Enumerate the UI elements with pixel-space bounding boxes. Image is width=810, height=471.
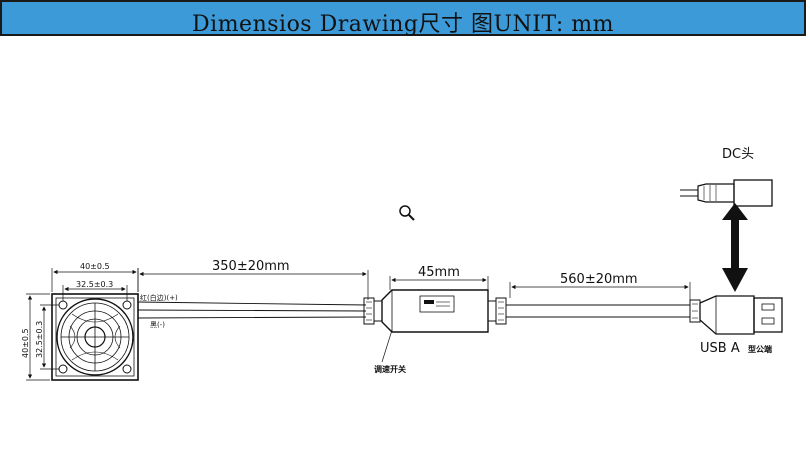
cable-left-label: 350±20mm — [212, 259, 290, 274]
usb-a-connector: USB A 型公端 — [689, 295, 783, 356]
switch-label: 调速开关 — [374, 364, 406, 374]
switch-box-dimension: 45mm — [389, 265, 489, 290]
switch-label-group: 调速开关 — [374, 329, 406, 374]
fan-height-label: 40±0.5 — [21, 328, 30, 358]
dc-connector: DC头 — [680, 147, 773, 207]
fan-body — [51, 293, 139, 381]
switch-box-label: 45mm — [418, 265, 460, 280]
fan-width-label: 40±0.5 — [80, 262, 110, 271]
title-bar: Dimensios Drawing尺寸 图UNIT: mm — [0, 0, 806, 37]
usb-label: USB A — [700, 341, 740, 356]
fan-wires: 红(白边)(+) 黑(-) — [137, 293, 367, 329]
magnifier-icon[interactable] — [399, 205, 415, 221]
dimension-drawing: 40±0.5 32.5±0.3 40±0.5 32.5±0.3 红(白边)(+)… — [21, 147, 783, 381]
cable-left-dimension: 350±20mm — [137, 259, 369, 300]
fan-hole-left-label: 32.5±0.3 — [35, 321, 44, 358]
usb-cable — [506, 304, 690, 318]
page-title: Dimensios Drawing尺寸 图UNIT: mm — [192, 12, 614, 37]
fan-hole-label: 32.5±0.3 — [76, 280, 113, 289]
fan-hole-left-dimension: 32.5±0.3 — [35, 304, 59, 370]
speed-switch-box — [381, 289, 489, 333]
wire-red-label: 红(白边)(+) — [140, 293, 178, 302]
left-strain-relief — [363, 297, 383, 325]
fan-hole-dimension: 32.5±0.3 — [62, 280, 128, 301]
cable-right-dimension: 560±20mm — [509, 272, 691, 300]
wire-black-label: 黑(-) — [150, 321, 165, 329]
right-strain-relief — [487, 297, 507, 325]
fan-height-dimension: 40±0.5 — [21, 293, 50, 381]
dc-label: DC头 — [722, 147, 754, 162]
cable-right-label: 560±20mm — [560, 272, 638, 287]
interchange-arrow — [722, 203, 748, 292]
usb-sub-label: 型公端 — [748, 344, 772, 354]
